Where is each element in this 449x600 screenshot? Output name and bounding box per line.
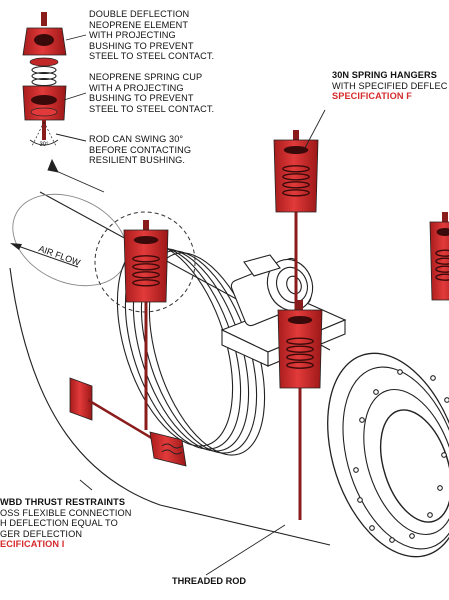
detail-hanger: 30° (22, 12, 67, 148)
thrust-restraints-line-1: OSS FLEXIBLE CONNECTION (0, 507, 132, 518)
spring-cup-line-2: WITH A PROJECTING (89, 82, 184, 93)
spring-cup-line-4: STEEL TO STEEL CONTACT. (89, 103, 215, 114)
thrust-restraints-line-3: GER DEFLECTION (0, 528, 83, 539)
threaded-rods (144, 205, 302, 520)
threaded-rod-label: THREADED ROD (172, 576, 247, 586)
rod-swing-line-3: RESILIENT BUSHING. (89, 155, 186, 166)
callout-thrust-restraints: WBD THRUST RESTRAINTS OSS FLEXIBLE CONNE… (0, 497, 131, 550)
double-deflection-line-3: WITH PROJECTING (89, 30, 176, 41)
angle-label: 30° (39, 142, 49, 148)
hanger-top (273, 130, 319, 213)
hanger-right (429, 212, 449, 301)
hanger-left (123, 220, 169, 303)
double-deflection-line-4: BUSHING TO PREVENT (89, 40, 194, 51)
air-flow-label: AIR FLOW (37, 243, 82, 267)
double-deflection-line-2: NEOPRENE ELEMENT (89, 19, 189, 30)
spring-hangers-title: 30N SPRING HANGERS (332, 70, 437, 80)
spring-hangers-line: WITH SPECIFIED DEFLEC (332, 80, 448, 91)
thrust-restraints-line-2: H DEFLECTION EQUAL TO (0, 518, 118, 529)
double-deflection-line-5: STEEL TO STEEL CONTACT. (89, 51, 215, 62)
thrust-restraint (69, 377, 187, 467)
double-deflection-line-1: DOUBLE DEFLECTION (89, 9, 190, 19)
rod-swing-line-1: ROD CAN SWING 30° (89, 134, 184, 144)
callout-spring-hangers: 30N SPRING HANGERS WITH SPECIFIED DEFLEC… (332, 70, 447, 102)
spring-cup-line-3: BUSHING TO PREVENT (89, 93, 194, 104)
rod-swing-line-2: BEFORE CONTACTING (89, 144, 192, 155)
spring-cup-line-1: NEOPRENE SPRING CUP (89, 72, 203, 82)
spring-hangers-spec: SPECIFICATION F (332, 91, 412, 102)
leader-lines (47, 34, 326, 576)
thrust-restraints-spec: ECIFICATION I (0, 539, 65, 550)
thrust-restraints-title: WBD THRUST RESTRAINTS (0, 497, 126, 507)
air-flow-arrow: AIR FLOW (10, 243, 82, 268)
hanger-center (277, 300, 323, 389)
